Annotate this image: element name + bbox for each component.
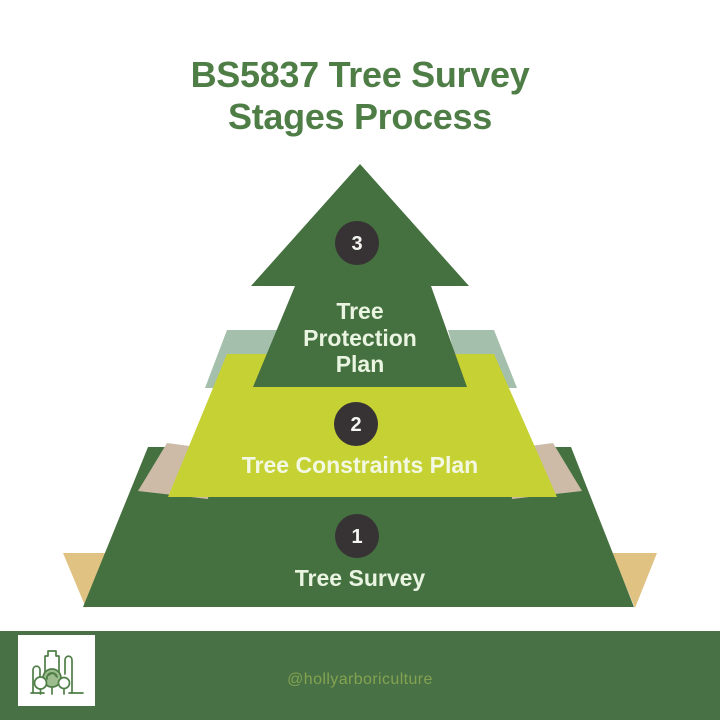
stage1-number: 1 xyxy=(351,526,362,548)
footer-bar: @hollyarboriculture xyxy=(0,631,720,720)
title-line-2: Stages Process xyxy=(228,96,492,137)
building-left-outline xyxy=(31,664,41,694)
stage2-label: Tree Constraints Plan xyxy=(242,452,478,478)
stage1-badge xyxy=(335,514,379,558)
building-center-outline xyxy=(43,649,60,680)
stage3-badge xyxy=(335,221,379,265)
stage2-number: 2 xyxy=(350,414,361,436)
stage3-number: 3 xyxy=(351,233,362,255)
stage3-label-line1: Tree xyxy=(336,298,383,324)
page-title: BS5837 Tree Survey Stages Process xyxy=(0,54,720,138)
stage3-label-line3: Plan xyxy=(336,351,385,377)
title-line-1: BS5837 Tree Survey xyxy=(190,54,530,95)
tree-center-foliage-detail xyxy=(45,671,58,680)
social-handle: @hollyarboriculture xyxy=(287,671,433,688)
company-logo xyxy=(18,635,95,706)
building-right-outline xyxy=(63,654,73,694)
tan-shadow-left xyxy=(63,553,108,608)
stage1-label: Tree Survey xyxy=(295,565,426,591)
stage3-label-line2: Protection xyxy=(303,325,417,351)
tier3-arrow xyxy=(251,164,469,387)
tree-left-icon xyxy=(33,675,47,690)
city-trees-icon xyxy=(29,649,84,695)
stage2-badge xyxy=(334,402,378,446)
tree-right-icon xyxy=(57,676,70,689)
tan-shadow-right xyxy=(612,553,657,608)
